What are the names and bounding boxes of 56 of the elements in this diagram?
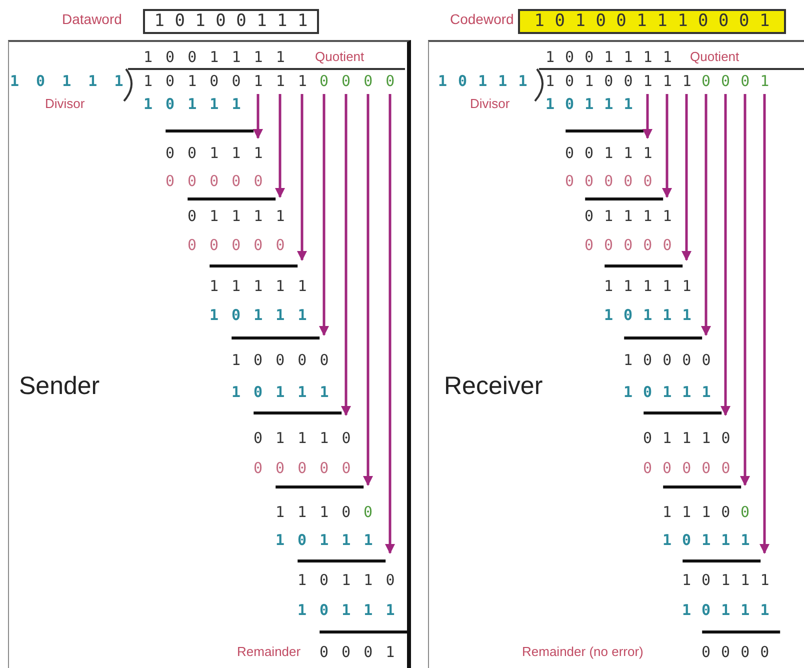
partial-remainder-bits: 1 0 0 0 0 [232, 350, 331, 370]
divisor-bits: 1 0 1 1 1 [662, 530, 751, 550]
quotient-bits: 1 0 0 1 1 1 1 [144, 47, 287, 67]
divisor-bits: 1 0 1 1 1 [438, 71, 528, 91]
role-label: Sender [19, 372, 100, 401]
divisor-bits: 1 0 1 1 1 [298, 600, 397, 620]
partial-remainder-bits: 0 0 1 1 1 [166, 143, 265, 163]
divisor-bits: 1 0 1 1 1 [604, 305, 692, 325]
partial-remainder-bits: 0 1 1 1 1 [188, 206, 287, 226]
panel-frame [428, 40, 804, 668]
divisor-bits: 1 0 1 1 1 [276, 530, 375, 550]
dividend-bits: 1 0 1 0 0 1 1 1 [144, 71, 309, 91]
quotient-bits: 1 0 0 1 1 1 1 [546, 47, 673, 67]
quotient-label: Quotient [315, 48, 364, 66]
zero-divisor-bits: 0 0 0 0 0 [643, 458, 732, 478]
partial-remainder-bits: 0 1 1 1 1 [584, 206, 673, 226]
divisor-bits: 1 0 1 1 1 [624, 382, 712, 402]
partial-remainder-bits: 1 0 1 1 1 [682, 570, 770, 590]
bit-string-box: 1 0 1 0 0 1 1 1 0 0 0 1 [518, 9, 786, 34]
zero-divisor-bits: 0 0 0 0 0 [254, 458, 353, 478]
remainder-bits: 0 0 0 1 [320, 642, 397, 662]
partial-remainder-bits: 1 1 1 1 1 [604, 276, 692, 296]
remainder-bits: 0 0 0 0 [702, 642, 770, 662]
appended-zero-bits: 0 0 0 1 [702, 71, 770, 91]
divisor-bits: 1 0 1 1 1 [144, 94, 243, 114]
partial-remainder-bits: 0 0 1 1 1 [565, 143, 654, 163]
panel-frame [8, 40, 411, 668]
partial-remainder-bits: 1 0 0 0 0 [624, 350, 712, 370]
box-heading: Codeword [450, 11, 514, 27]
divisor-bits: 1 0 1 1 1 [546, 94, 634, 114]
remainder-label: Remainder [237, 643, 301, 661]
brought-down-bit: 0 [364, 502, 375, 522]
dividend-bits: 1 0 1 0 0 1 1 1 [546, 71, 692, 91]
divisor-label: Divisor [45, 95, 85, 113]
brought-down-bit: 0 [740, 502, 750, 522]
divisor-bits: 1 0 1 1 1 [682, 600, 770, 620]
zero-divisor-bits: 0 0 0 0 0 [188, 235, 287, 255]
partial-remainder-bits: 1 1 1 0 [276, 502, 353, 522]
partial-remainder-bits: 0 1 1 1 0 [254, 428, 353, 448]
box-heading: Dataword [62, 11, 122, 27]
partial-remainder-bits: 1 1 1 1 1 [210, 276, 309, 296]
remainder-label: Remainder (no error) [522, 643, 644, 661]
appended-zero-bits: 0 0 0 0 [320, 71, 397, 91]
partial-remainder-bits: 1 1 1 0 [662, 502, 731, 522]
zero-divisor-bits: 0 0 0 0 0 [565, 171, 654, 191]
partial-remainder-bits: 0 1 1 1 0 [643, 428, 732, 448]
role-label: Receiver [444, 372, 543, 401]
zero-divisor-bits: 0 0 0 0 0 [166, 171, 265, 191]
divisor-bits: 1 0 1 1 1 [210, 305, 309, 325]
quotient-label: Quotient [690, 48, 740, 66]
zero-divisor-bits: 0 0 0 0 0 [584, 235, 673, 255]
divisor-label: Divisor [470, 95, 510, 113]
divisor-bits: 1 0 1 1 1 [232, 382, 331, 402]
partial-remainder-bits: 1 0 1 1 0 [298, 570, 397, 590]
divisor-bits: 1 0 1 1 1 [10, 71, 128, 91]
bit-string-box: 1 0 1 0 0 1 1 1 [143, 9, 319, 34]
